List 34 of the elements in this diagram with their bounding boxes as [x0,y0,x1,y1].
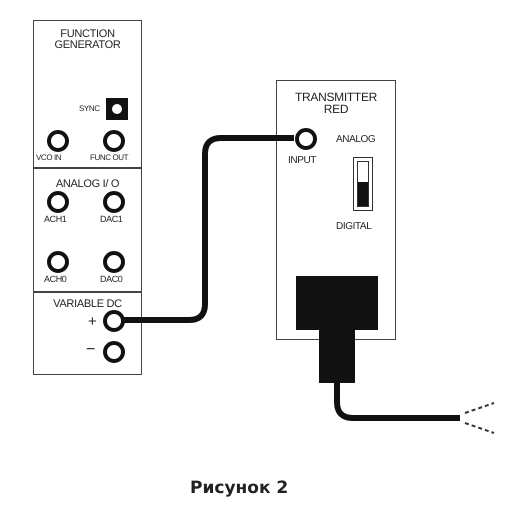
jack-label: DAC0 [100,275,122,284]
cable [334,383,460,421]
jack-socket [103,191,125,213]
panel-heading: ANALOG I/ O [54,179,120,190]
square-jack-socket [106,98,128,120]
jack-socket [47,251,69,273]
jack-label: FUNC OUT [90,154,128,162]
panel-heading: VARIABLE DC [52,299,123,310]
module-panel [33,292,142,375]
toggle-switch [353,157,373,211]
jack-socket [103,310,125,332]
jack-label: VCO IN [36,154,62,162]
module-panel [33,20,142,168]
plug-connector [296,276,378,383]
jack-label: − [86,342,95,358]
panel-heading: FUNCTION GENERATOR [54,29,122,51]
jack-socket [47,191,69,213]
figure-caption: Рисунок 2 [190,478,288,498]
jack-label: DIGITAL [336,222,372,232]
jack-socket [47,130,69,152]
jack-label: INPUT [288,156,316,166]
jack-socket [103,341,125,363]
jack-label: DAC1 [100,215,122,224]
cable [124,135,294,323]
jack-label: ACH0 [44,275,66,284]
jack-socket [103,251,125,273]
jack-label: ACH1 [44,215,66,224]
module-panel [33,168,142,292]
jack-label: ANALOG [336,135,376,145]
panel-heading: TRANSMITTER RED [295,91,377,115]
jack-socket [295,128,317,150]
jack-label: + [88,314,96,329]
jack-label: SYNC [79,105,100,113]
jack-socket [103,130,125,152]
